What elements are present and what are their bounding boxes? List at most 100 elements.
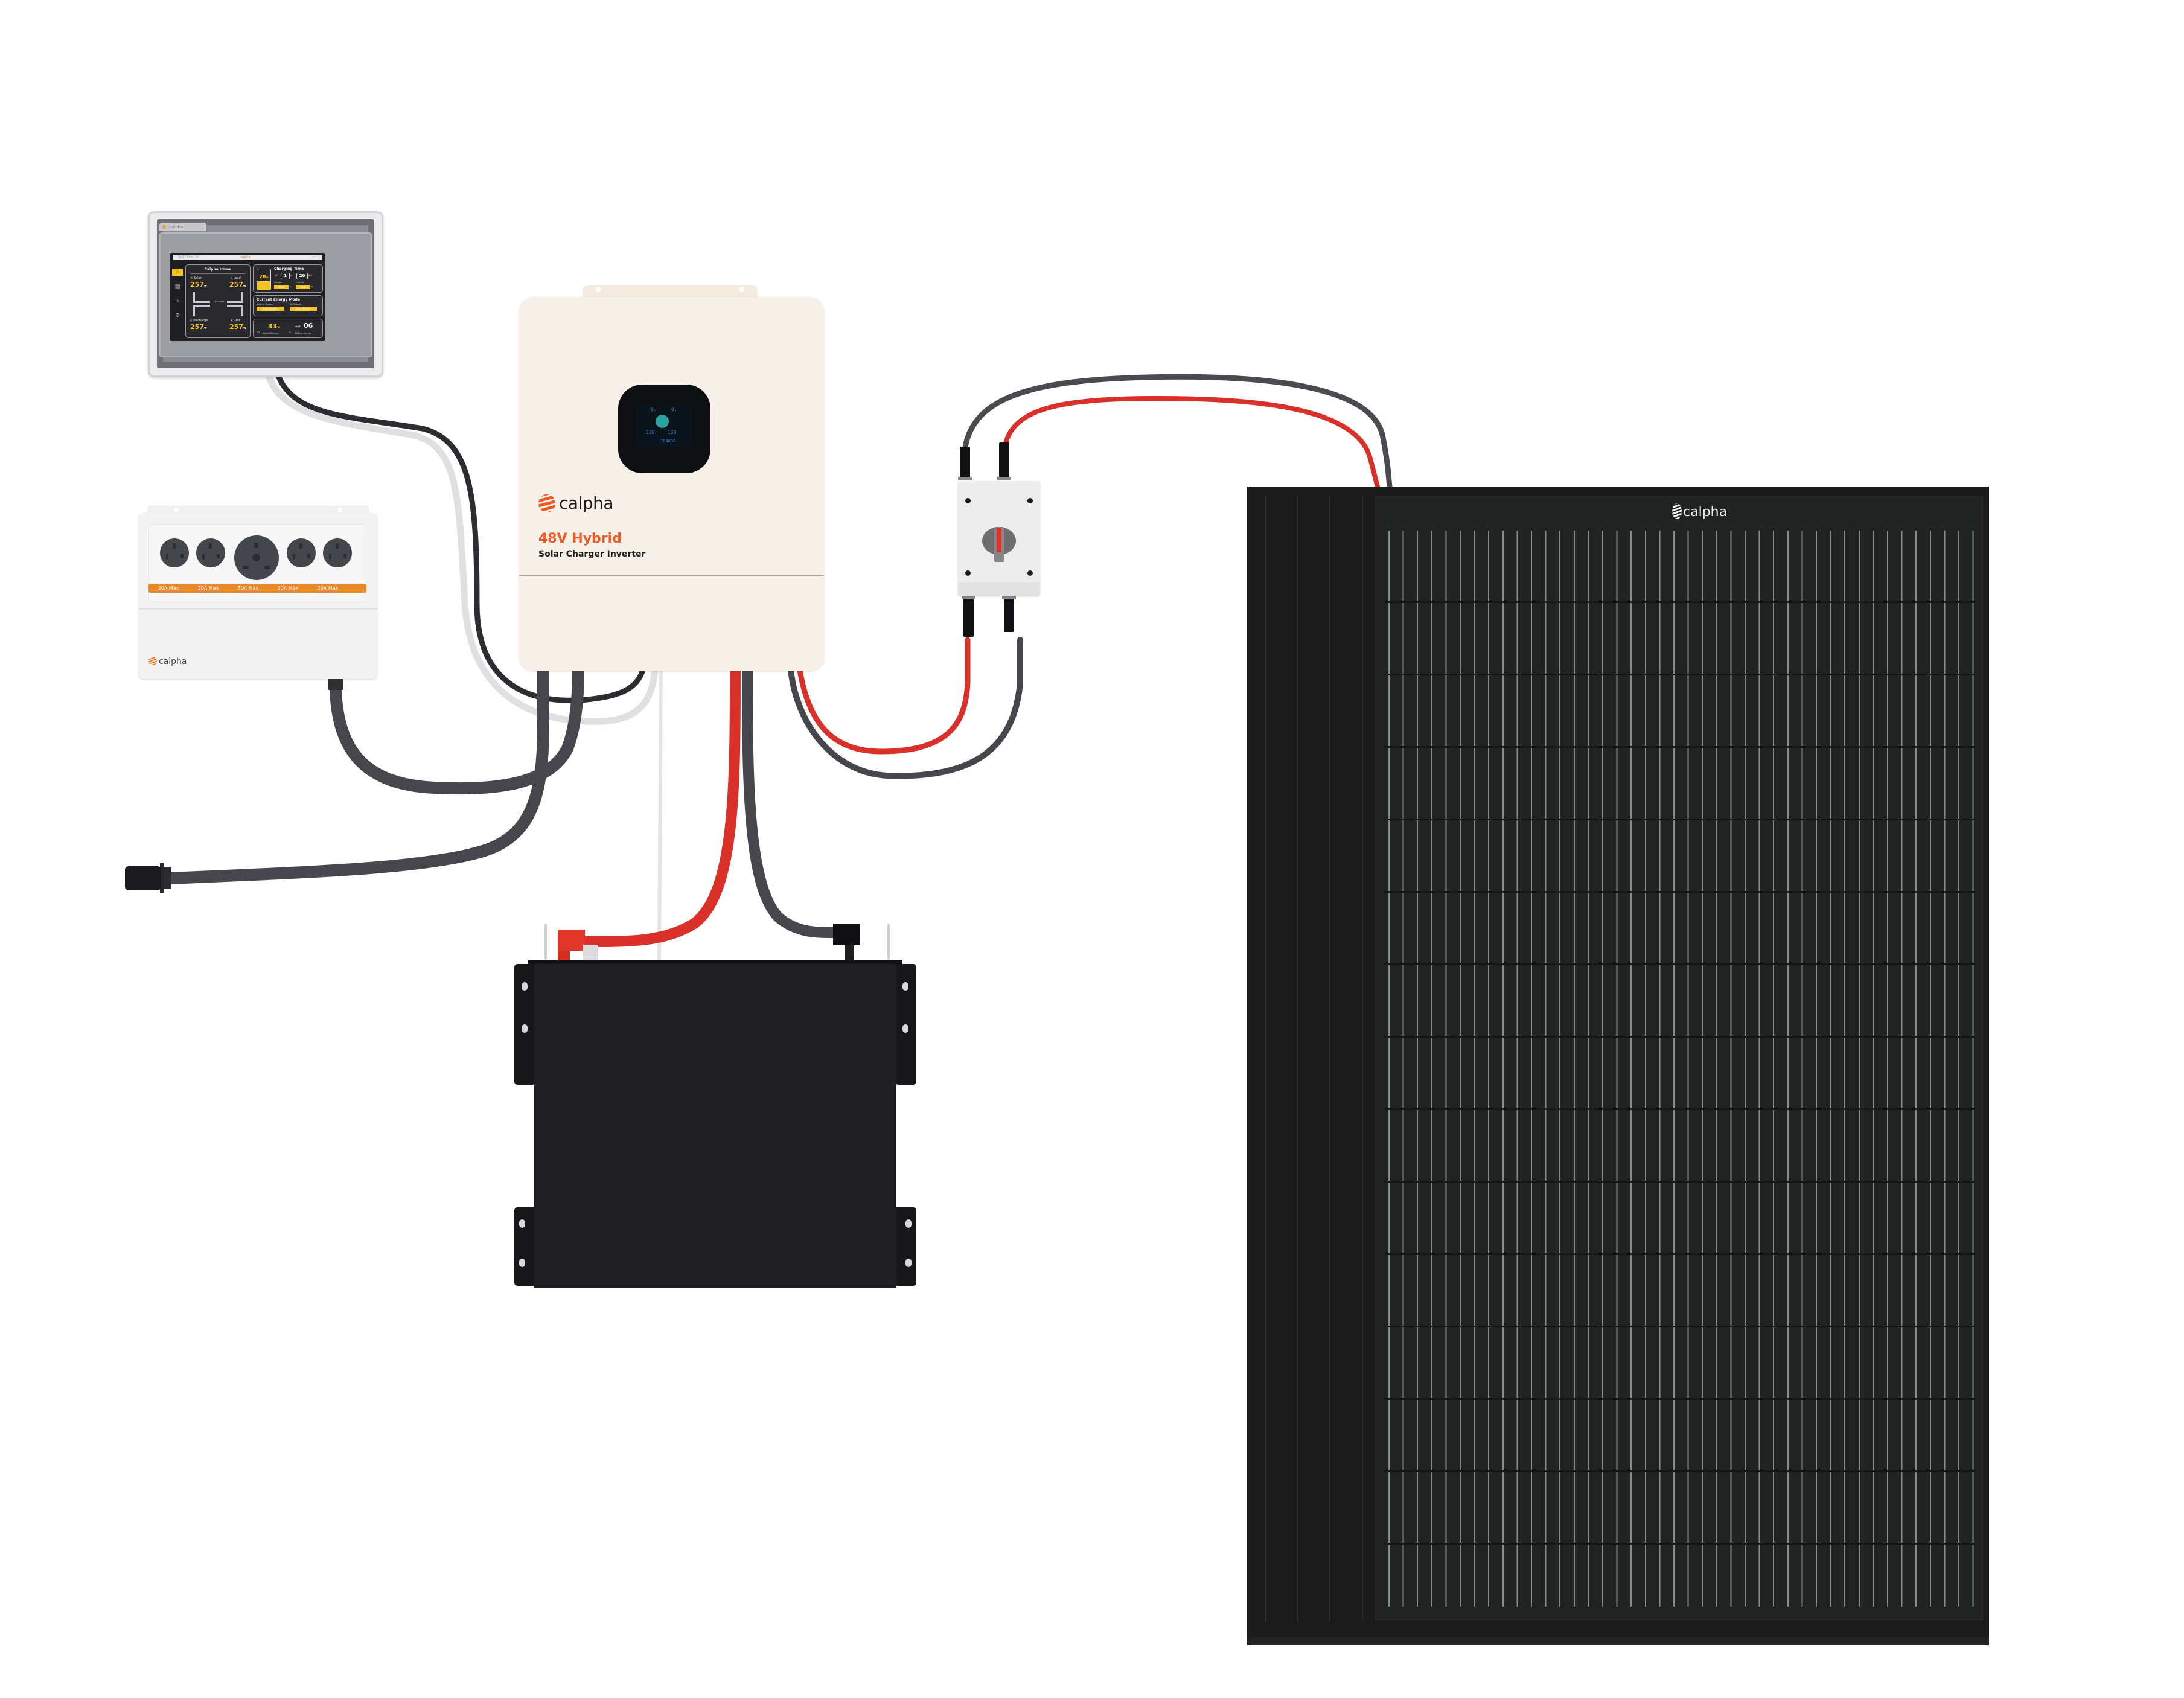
charging-hours: 1	[281, 273, 290, 279]
outlet-socket-20a[interactable]	[323, 538, 352, 567]
outlet-rating-label: 20A Max	[197, 586, 219, 591]
charging-time-title: Charging Time	[274, 267, 304, 271]
home-flow-panel: Calpha Home ☀ Solar 257w ⌂ Load 257w Inv…	[185, 264, 251, 338]
home-title: Calpha Home	[204, 267, 232, 272]
outlet-rating-label: 20A Max	[317, 586, 339, 591]
stats-panel: ⌂ 33% Self-sufficiency ⚠ Fault 06 Batter…	[253, 319, 323, 338]
inverter-model: 48V Hybrid	[538, 531, 622, 546]
screen-status-bar: 09:37 Dec. 19 calpha ▭ ◠	[173, 255, 322, 260]
home-solar-icon: ⌂	[257, 330, 260, 334]
charging-minutes: 20	[296, 273, 308, 279]
outlet-rating-label: 20A Max	[277, 586, 299, 591]
mc4-connector	[958, 447, 972, 480]
outlet-rating-label: 50A Max	[237, 586, 259, 591]
stacked-panel-edge	[1297, 495, 1298, 1621]
monitor-white-cable	[266, 374, 659, 725]
calpha-logo-icon	[1672, 503, 1682, 519]
nav-settings-icon[interactable]: ⚙	[174, 313, 180, 319]
inverter-status-icon	[656, 415, 669, 428]
battery-positive-cable	[580, 665, 741, 947]
inverter-node-label: Inverter	[215, 300, 225, 303]
ac-outlet-box: 20A Max 20A Max 50A Max 20A Max 20A Max …	[139, 506, 377, 679]
outlet-rating-label: 20A Max	[158, 586, 179, 591]
battery-bracket	[895, 964, 916, 1085]
battery-capacity: 10.0 kWh	[259, 280, 269, 282]
calpha-logo-icon	[162, 225, 166, 229]
load-label: ⌂ Load	[231, 276, 241, 280]
outlet-brand: calpha	[148, 657, 187, 666]
inverter-lcd: 0. 0. 530 120 184636	[636, 406, 692, 447]
battery-percent: 28%	[259, 274, 269, 279]
grid-input-cable	[165, 664, 549, 884]
fault-label: Fault	[295, 325, 301, 328]
inverter-display[interactable]: 0. 0. 530 120 184636	[618, 385, 710, 473]
load-value: 257w	[229, 281, 246, 289]
battery-bracket	[514, 964, 535, 1085]
battery-status-panel: 28% 10.0 kWh Charging Time ⚡ 1 hr 20 Min…	[253, 264, 323, 293]
battery-wifi-icon: ▭ ◠	[312, 255, 319, 259]
stacked-panel-edge	[1265, 495, 1266, 1621]
nav-home-icon[interactable]: ⌂	[172, 269, 183, 276]
stacked-panel-edge	[1362, 495, 1363, 1621]
current-value: 15.0	[296, 285, 310, 289]
current-label: Current	[296, 281, 304, 284]
screen-nav: ⌂ ▤ ⫡ ⚙	[172, 269, 184, 327]
nav-storage-icon[interactable]: ▤	[174, 284, 180, 290]
charger-mode-button[interactable]: Grid Priority	[257, 307, 284, 311]
dc-isolator-switch[interactable]	[958, 481, 1040, 596]
status-date: 09:37 Dec. 19	[177, 255, 199, 259]
battery-negative-cable	[742, 665, 841, 938]
outlet-rating-strip: 20A Max 20A Max 50A Max 20A Max 20A Max	[148, 584, 366, 593]
battery-handle-post	[544, 924, 547, 960]
stacked-panel-edge	[1329, 495, 1330, 1621]
outlet-socket-20a[interactable]	[287, 538, 316, 567]
touchscreen-monitor[interactable]: calpha 09:37 Dec. 19 calpha ▭ ◠ ⌂ ▤ ⫡ ⚙ …	[148, 211, 383, 377]
isolator-handle[interactable]	[994, 527, 1004, 562]
discharge-value: 257w	[190, 323, 207, 331]
panel-brand: calpha	[1672, 503, 1727, 520]
inverter-description: Solar Charger Inverter	[538, 549, 646, 559]
output-mode-button[interactable]: Grid Priority	[290, 307, 317, 311]
lithium-battery	[534, 964, 896, 1288]
battery-negative-terminal	[833, 924, 860, 945]
energy-mode-title: Current Energy Mode	[257, 298, 301, 302]
grid-value: 257w	[229, 323, 246, 331]
battery-positive-terminal	[558, 930, 585, 951]
calpha-logo-icon	[148, 657, 157, 665]
battery-handle-post	[887, 924, 890, 960]
mc4-connector	[962, 596, 975, 637]
pv-positive-cable-lower	[797, 637, 971, 755]
solar-panel-front: calpha	[1375, 496, 1983, 1620]
pv-positive-cable-upper	[1001, 395, 1380, 489]
self-sufficiency-value: 33%	[268, 322, 281, 330]
discharge-label: ▯ Discharge	[190, 319, 208, 322]
solar-label: ☀ Solar	[190, 276, 202, 280]
warning-icon: ⚠	[289, 330, 292, 334]
pv-negative-cable-upper	[961, 374, 1393, 490]
solar-cell-rows	[1384, 531, 1975, 1607]
plug-icon: ⚡	[275, 273, 278, 278]
hybrid-inverter: 0. 0. 530 120 184636 calpha 48V Hybrid S…	[519, 297, 824, 671]
pv-negative-cable-lower	[788, 637, 1023, 779]
mc4-connector	[1002, 596, 1016, 632]
battery-level-icon: 28% 10.0 kWh	[257, 269, 271, 290]
fault-code: 06	[304, 322, 313, 330]
outlet-socket-20a[interactable]	[196, 538, 225, 567]
battery-comm-cable	[657, 668, 663, 968]
outlet-cable	[330, 664, 584, 795]
voltage-label: Voltage	[274, 281, 283, 284]
outlet-socket-20a[interactable]	[160, 538, 189, 567]
inverter-brand: calpha	[538, 493, 614, 513]
solar-panel-stack: calpha	[1247, 487, 1989, 1645]
grid-input-plug[interactable]	[125, 866, 161, 890]
calpha-logo-icon	[538, 494, 555, 512]
nav-chart-icon[interactable]: ⫡	[175, 298, 179, 304]
outlet-socket-50a[interactable]	[234, 535, 279, 580]
cable-gland	[328, 679, 343, 690]
monitor-screen[interactable]: 09:37 Dec. 19 calpha ▭ ◠ ⌂ ▤ ⫡ ⚙ Calpha …	[170, 253, 325, 341]
monitor-dark-cable	[276, 374, 646, 703]
battery-level-fill	[257, 281, 270, 290]
solar-value: 257w	[190, 281, 207, 289]
grid-label: ⨳ Grid	[231, 319, 240, 322]
